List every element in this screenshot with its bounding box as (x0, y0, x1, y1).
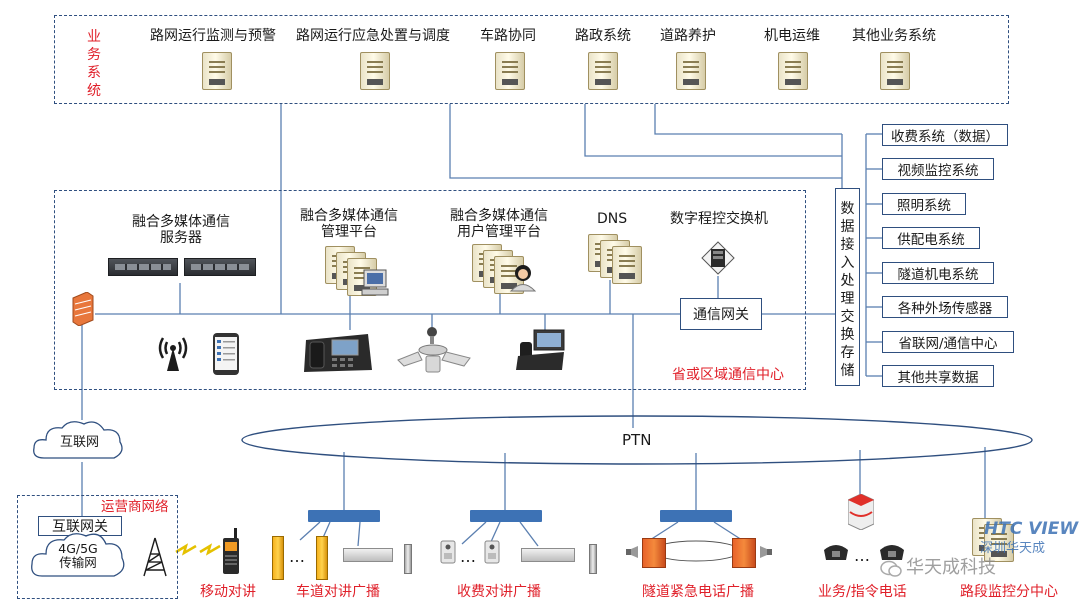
lane-intercom-post-icon (316, 536, 328, 580)
tunnel-speaker-icon (760, 546, 772, 558)
data-exchange-storage-label: 数据接入处理交换存储 (840, 201, 855, 379)
ip-desk-phone-icon (304, 334, 372, 372)
firewall-icon (72, 292, 94, 326)
watermark-company: 深圳华天成 (980, 541, 1046, 556)
system-label-other: 其他业务系统 (852, 28, 936, 44)
carrier-network-label: 运营商网络 (101, 499, 169, 515)
lane-switch-bar (308, 510, 380, 522)
communication-center-box (54, 190, 806, 390)
tunnel-broadcast-label: 隧道紧急电话广播 (642, 584, 754, 600)
business-systems-label: 业务系统 (87, 29, 101, 99)
source-power-supply: 供配电系统 (882, 227, 980, 249)
lane-speaker-icon (404, 544, 412, 574)
phone-ellipsis: … (854, 546, 870, 565)
communication-center-label: 省或区域通信中心 (672, 367, 784, 383)
conference-phone-icon (397, 327, 471, 373)
system-label-electromech: 机电运维 (764, 28, 820, 44)
rack-server-icon (184, 258, 256, 276)
pbx-title: 数字程控交换机 (670, 211, 768, 227)
server-icon (612, 246, 642, 284)
tunnel-speaker-icon (626, 546, 638, 558)
ptn-label: PTN (622, 431, 652, 449)
system-label-monitoring: 路网运行监测与预警 (150, 28, 276, 44)
server-icon (202, 52, 232, 90)
system-label-maintenance: 道路养护 (660, 28, 716, 44)
source-tunnel-electromech: 隧道机电系统 (882, 262, 994, 284)
mobile-network-cloud-icon (31, 533, 125, 577)
dns-title: DNS (597, 211, 628, 227)
toll-intercom-terminal-icon (484, 540, 500, 564)
system-label-vehicle-road: 车路协同 (480, 28, 536, 44)
lane-broadcast-host-icon (343, 548, 393, 562)
desk-telephone-icon (880, 545, 904, 560)
wechat-channel-icon (880, 560, 902, 577)
toll-ellipsis: … (460, 547, 476, 566)
system-label-road-admin: 路政系统 (575, 28, 631, 44)
server-icon (588, 52, 618, 90)
walkie-talkie-icon (223, 528, 239, 574)
source-lighting: 照明系统 (882, 193, 966, 215)
cell-tower-icon (143, 537, 167, 577)
source-other-shared: 其他共享数据 (882, 365, 994, 387)
source-video-monitoring: 视频监控系统 (882, 158, 994, 180)
lane-broadcast-label: 车道对讲广播 (296, 584, 380, 600)
operator-headset-icon (509, 265, 537, 292)
mgmt-platform-title: 融合多媒体通信管理平台 (300, 208, 398, 241)
communication-gateway: 通信网关 (680, 298, 762, 330)
lane-intercom-post-icon (272, 536, 284, 580)
internet-label: 互联网 (60, 435, 100, 450)
rack-server-icon (108, 258, 178, 276)
desk-telephone-icon (824, 545, 848, 560)
lane-ellipsis: … (289, 547, 305, 566)
business-systems-box (54, 15, 1009, 104)
server-icon (778, 52, 808, 90)
internet-cloud-icon (33, 421, 123, 459)
command-server-icon (848, 494, 874, 530)
wireless-antenna-icon (158, 337, 188, 371)
toll-switch-bar (470, 510, 542, 522)
toll-intercom-terminal-icon (440, 540, 456, 564)
server-icon (880, 52, 910, 90)
tunnel-switch-bar (660, 510, 732, 522)
server-title: 融合多媒体通信服务器 (132, 214, 230, 247)
pbx-switch-icon (701, 241, 735, 275)
emergency-phone-icon (642, 538, 666, 568)
command-phone-label: 业务/指令电话 (818, 584, 907, 600)
carrier-network-box (17, 495, 178, 599)
toll-broadcast-label: 收费对讲广播 (457, 584, 541, 600)
smartphone-icon (213, 333, 239, 375)
server-icon (984, 524, 1014, 562)
data-exchange-storage-box (835, 188, 860, 386)
toll-broadcast-host-icon (521, 548, 575, 562)
user-mgmt-platform-title: 融合多媒体通信用户管理平台 (450, 208, 548, 241)
video-phone-icon (516, 329, 565, 370)
source-field-sensors: 各种外场传感器 (882, 296, 1008, 318)
server-icon (495, 52, 525, 90)
source-toll-system: 收费系统（数据） (882, 124, 1008, 146)
watermark-brand: HTC VIEW (984, 519, 1079, 539)
mobile-intercom-label: 移动对讲 (200, 584, 256, 600)
toll-speaker-icon (589, 544, 597, 574)
server-icon (360, 52, 390, 90)
section-center-label: 路段监控分中心 (960, 584, 1058, 600)
system-label-emergency: 路网运行应急处置与调度 (296, 28, 450, 44)
emergency-phone-icon (732, 538, 756, 568)
watermark-channel: 华天成科技 (906, 557, 996, 578)
admin-computer-icon (361, 269, 389, 296)
source-provincial-network: 省联网/通信中心 (882, 331, 1014, 353)
server-icon (676, 52, 706, 90)
